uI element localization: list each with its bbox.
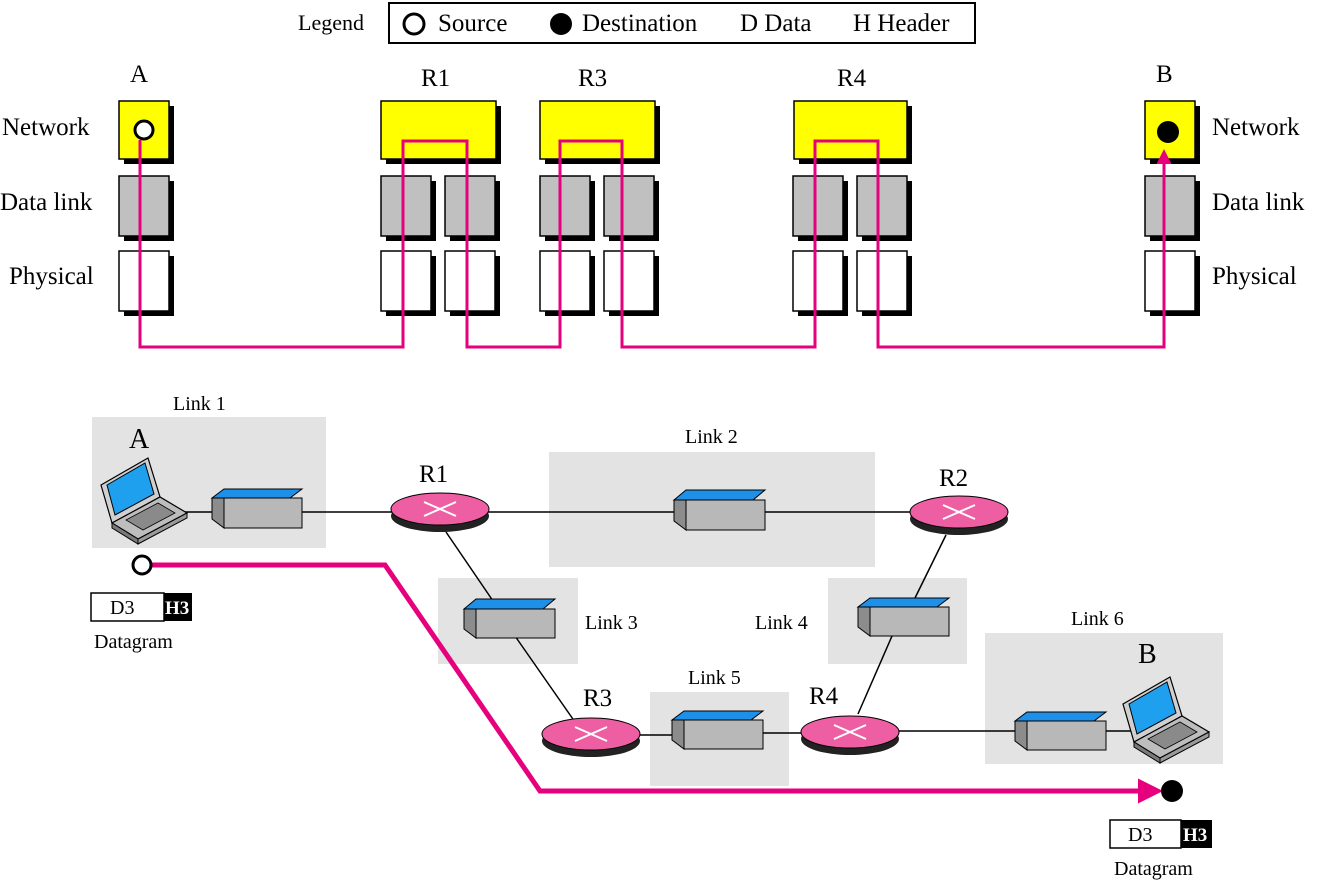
- physical-layer-box: [856, 250, 908, 312]
- layer-label-datalink-left: Data link: [0, 189, 93, 216]
- datagram-data: D3: [1128, 824, 1152, 846]
- host-a-label: A: [129, 424, 150, 455]
- data-link-layer-box: [444, 175, 496, 237]
- datagram-caption: Datagram: [1114, 858, 1193, 880]
- data-link-layer-box: [1144, 175, 1196, 237]
- link5-label: Link 5: [688, 667, 741, 689]
- data-link-layer-box: [603, 175, 655, 237]
- node-label-b: B: [1156, 61, 1173, 88]
- router-r4: R4: [800, 683, 900, 755]
- router-r1-label: R1: [419, 461, 448, 488]
- legend-box: [388, 2, 976, 44]
- destination-icon: [1157, 121, 1179, 143]
- router-r4-label: R4: [809, 683, 839, 710]
- data-link-layer-box: [380, 175, 432, 237]
- link6-label: Link 6: [1071, 608, 1124, 630]
- datagram-header: H3: [165, 598, 189, 619]
- node-label-r3: R3: [578, 65, 607, 92]
- datagram-data-box: [90, 592, 165, 622]
- source-icon: [402, 12, 426, 36]
- layer-label-physical-right: Physical: [1212, 263, 1297, 290]
- layer-label-physical-left: Physical: [9, 263, 94, 290]
- layer-path-line: [138, 139, 1172, 349]
- datagram-header: H3: [1183, 825, 1207, 846]
- host-b-label: B: [1138, 639, 1157, 670]
- link4-label: Link 4: [755, 612, 808, 634]
- source-icon: [133, 119, 155, 141]
- host-a-stack: [118, 100, 174, 316]
- data-link-layer-box: [856, 175, 908, 237]
- layer-label-network-left: Network: [2, 114, 90, 141]
- laptop-a-icon: [100, 457, 189, 545]
- switch-link5: [670, 710, 765, 750]
- switch-link2: [672, 489, 767, 531]
- physical-layer-box: [603, 250, 655, 312]
- data-link-layer-box: [539, 175, 591, 237]
- router-r1-stack: [380, 100, 501, 316]
- link3-label: Link 3: [585, 612, 638, 634]
- switch-link3: [462, 598, 557, 639]
- legend-destination: Destination: [582, 10, 698, 37]
- datagram-caption: Datagram: [94, 631, 173, 653]
- layer-stacks: Network Data link Physical Network Data …: [0, 61, 1305, 349]
- switch-link1: [210, 488, 304, 529]
- node-label-a: A: [130, 61, 148, 88]
- switch-link6: [1013, 711, 1108, 751]
- data-link-layer-box: [118, 175, 170, 237]
- topology: Link 1 Link 2 Link 3 Link 4 Link 5 Link …: [90, 393, 1223, 880]
- router-r4-stack: [792, 100, 912, 316]
- network-layer-box: [380, 100, 497, 160]
- data-link-layer-box: [792, 175, 844, 237]
- datagram-route-line: [152, 562, 1163, 804]
- link1-label: Link 1: [173, 393, 226, 415]
- datagram-source: D3 H3 Datagram: [90, 592, 192, 653]
- layer-label-network-right: Network: [1212, 114, 1300, 141]
- layer-label-datalink-right: Data link: [1212, 189, 1305, 216]
- destination-icon: [550, 13, 572, 35]
- link2-label: Link 2: [685, 426, 738, 448]
- source-icon: [131, 554, 153, 576]
- legend-title: Legend: [298, 10, 364, 35]
- router-r3-stack: [539, 100, 660, 316]
- datagram-data: D3: [110, 597, 134, 619]
- destination-icon: [1161, 780, 1183, 802]
- legend-header: H Header: [853, 10, 950, 37]
- physical-layer-box: [1144, 250, 1196, 312]
- physical-layer-box: [539, 250, 591, 312]
- switch-link4: [856, 597, 951, 637]
- datagram-header-box: [1181, 820, 1212, 848]
- physical-layer-box: [118, 250, 170, 312]
- physical-layer-box: [380, 250, 432, 312]
- network-layer-box: [793, 100, 908, 160]
- legend: Legend Source Destination D Data H Heade…: [298, 2, 976, 44]
- host-b-stack: [1144, 100, 1200, 316]
- router-r2: R2: [909, 465, 1009, 535]
- datagram-destination: D3 H3 Datagram: [1109, 819, 1212, 880]
- router-r2-label: R2: [939, 465, 968, 492]
- datagram-header-box: [164, 593, 192, 621]
- network-layer-box: [539, 100, 656, 160]
- laptop-b-icon: [1122, 676, 1211, 764]
- legend-data: D Data: [740, 10, 812, 37]
- legend-source: Source: [438, 10, 507, 37]
- node-label-r1: R1: [421, 65, 450, 92]
- router-r3-label: R3: [583, 685, 612, 712]
- router-r3: R3: [541, 685, 641, 757]
- node-label-r4: R4: [837, 65, 867, 92]
- router-r1: R1: [390, 461, 490, 532]
- physical-layer-box: [444, 250, 496, 312]
- physical-layer-box: [792, 250, 844, 312]
